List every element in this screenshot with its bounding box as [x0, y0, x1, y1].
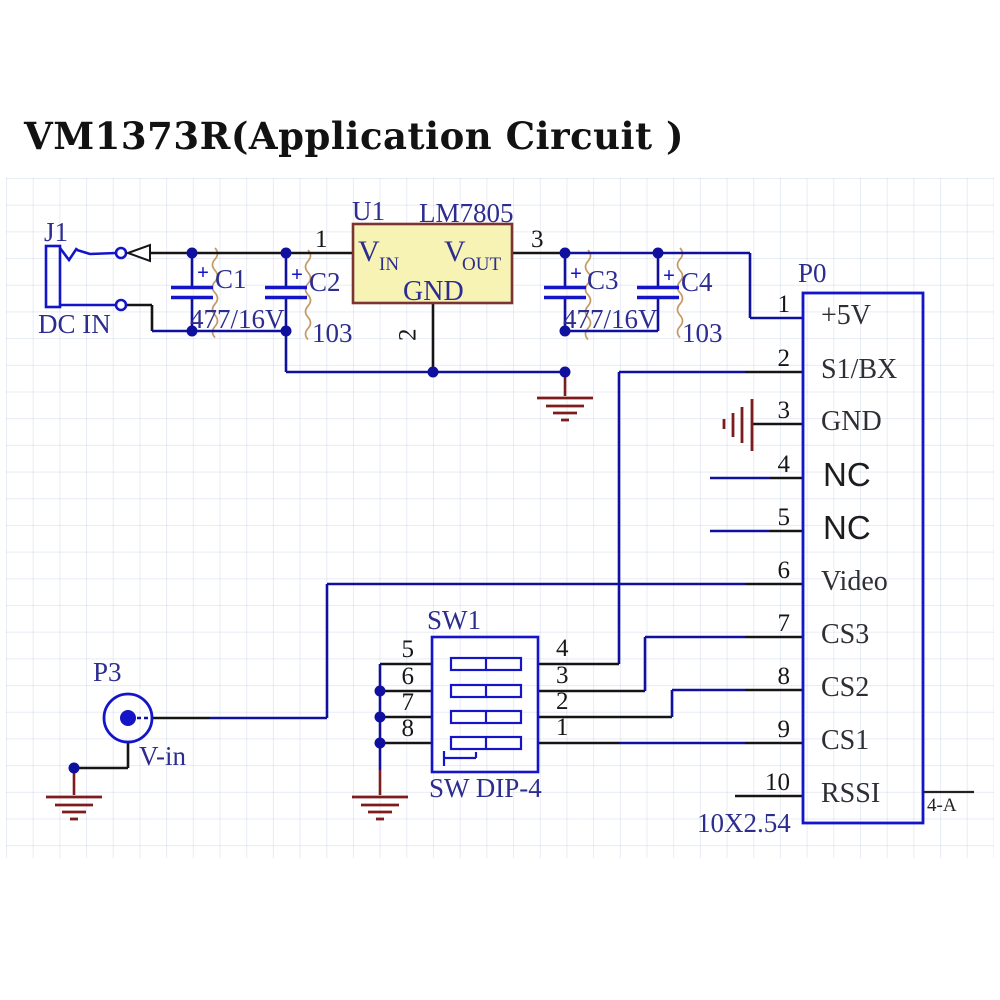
p0-connector-box [801, 291, 925, 825]
c2-ref: C2 [309, 267, 341, 297]
u1-pin3-number: 3 [531, 226, 544, 253]
nc-and-rssi-stubs [710, 422, 803, 798]
u1-part: LM7805 [419, 198, 514, 228]
sw1-right-pin-number: 4 [556, 635, 569, 662]
p3-connector-symbol [102, 692, 154, 744]
u1-vin-sub: IN [379, 254, 400, 275]
sw1-left-pin-number: 7 [401, 689, 415, 716]
ground-symbol-pin3-rotated [722, 399, 754, 451]
u1-vin: V [358, 235, 380, 268]
p0-footprint: 10X2.54 [697, 808, 791, 838]
p0-pin-number: 4 [777, 451, 791, 478]
net-video [152, 582, 803, 720]
p3-ref: P3 [93, 657, 122, 687]
u1-vout: V [444, 235, 466, 268]
c2-value: 103 [312, 318, 353, 348]
u1-ref: U1 [352, 196, 385, 226]
p3-wires [72, 716, 153, 795]
ground-symbol-sw1 [350, 795, 410, 821]
net-s1bx [538, 370, 803, 666]
p0-pin-name: CS3 [821, 619, 870, 650]
wire-top-input-rail [126, 251, 565, 372]
c1-ref: C1 [215, 264, 247, 294]
c2-polarity: + [291, 262, 303, 286]
sw1-right-pin-number: 1 [556, 714, 569, 741]
p0-pin-number: 6 [777, 557, 791, 584]
sw1-dip-switch-symbol [430, 635, 540, 774]
p0-pin-name: NC [823, 509, 871, 546]
u1-pin2-number: 2 [394, 328, 422, 342]
j1-dc-jack-symbol [44, 243, 151, 312]
p3-label: V-in [139, 741, 187, 771]
sw1-left-pin-number: 6 [401, 663, 415, 690]
sw1-part: SW DIP-4 [429, 773, 542, 803]
capacitor-c1-symbol [171, 285, 213, 300]
capacitor-c4-symbol [637, 285, 679, 300]
ground-symbol-p3 [44, 795, 104, 821]
j1-ref: J1 [44, 217, 69, 247]
u1-pin1-number: 1 [315, 226, 328, 253]
ground-symbol-c3 [535, 396, 595, 422]
sw1-left-pin-number: 5 [401, 636, 415, 663]
p0-pin-name: Video [821, 566, 888, 597]
u1-gnd-label: GND [403, 276, 464, 307]
p0-pin-number: 5 [777, 504, 791, 531]
net-cs2 [538, 688, 803, 719]
u1-regulator-body [351, 222, 514, 305]
p0-pin-number: 10 [765, 769, 790, 796]
c4-polarity: + [663, 263, 675, 287]
p0-pin-name: CS1 [821, 725, 870, 756]
p0-pin-name: CS2 [821, 672, 870, 703]
p0-pin-name: +5V [821, 300, 872, 331]
c3-value: 477/16V [563, 304, 658, 334]
capacitor-c2-symbol [265, 285, 307, 300]
p0-pin-name: RSSI [821, 778, 881, 809]
p0-pin-number: 3 [777, 397, 791, 424]
c4-ref: C4 [681, 267, 713, 297]
c1-value: 477/16V [190, 304, 285, 334]
c3-polarity: + [570, 261, 582, 285]
page-title: VM1373R(Application Circuit ) [24, 114, 685, 158]
capacitor-stubs [190, 253, 660, 331]
p0-pin-number: 2 [777, 345, 791, 372]
sw1-right-pin-number: 3 [556, 662, 569, 689]
p0-pin-name: GND [821, 406, 882, 437]
net-cs3 [538, 635, 803, 693]
sw1-ref: SW1 [427, 605, 481, 635]
j1-label: DC IN [38, 309, 111, 339]
c4-value: 103 [682, 318, 723, 348]
p0-pin-name: S1/BX [821, 354, 898, 385]
sw1-right-pin-number: 2 [556, 688, 569, 715]
sw1-left-pin-number: 8 [401, 715, 415, 742]
p0-pin-number: 8 [777, 663, 791, 690]
c3-ref: C3 [587, 265, 619, 295]
p0-ref: P0 [798, 258, 827, 288]
u1-vout-sub: OUT [462, 254, 502, 275]
p0-pin-number: 9 [777, 716, 791, 743]
p0-pin-number: 7 [777, 610, 791, 637]
capacitor-c3-symbol [544, 285, 586, 300]
junction-dots [68, 247, 664, 774]
c1-polarity: + [197, 260, 209, 284]
corner-mark: 4-A [927, 795, 957, 816]
p0-pin-number: 1 [777, 291, 791, 318]
p0-pin-name: NC [823, 456, 871, 493]
